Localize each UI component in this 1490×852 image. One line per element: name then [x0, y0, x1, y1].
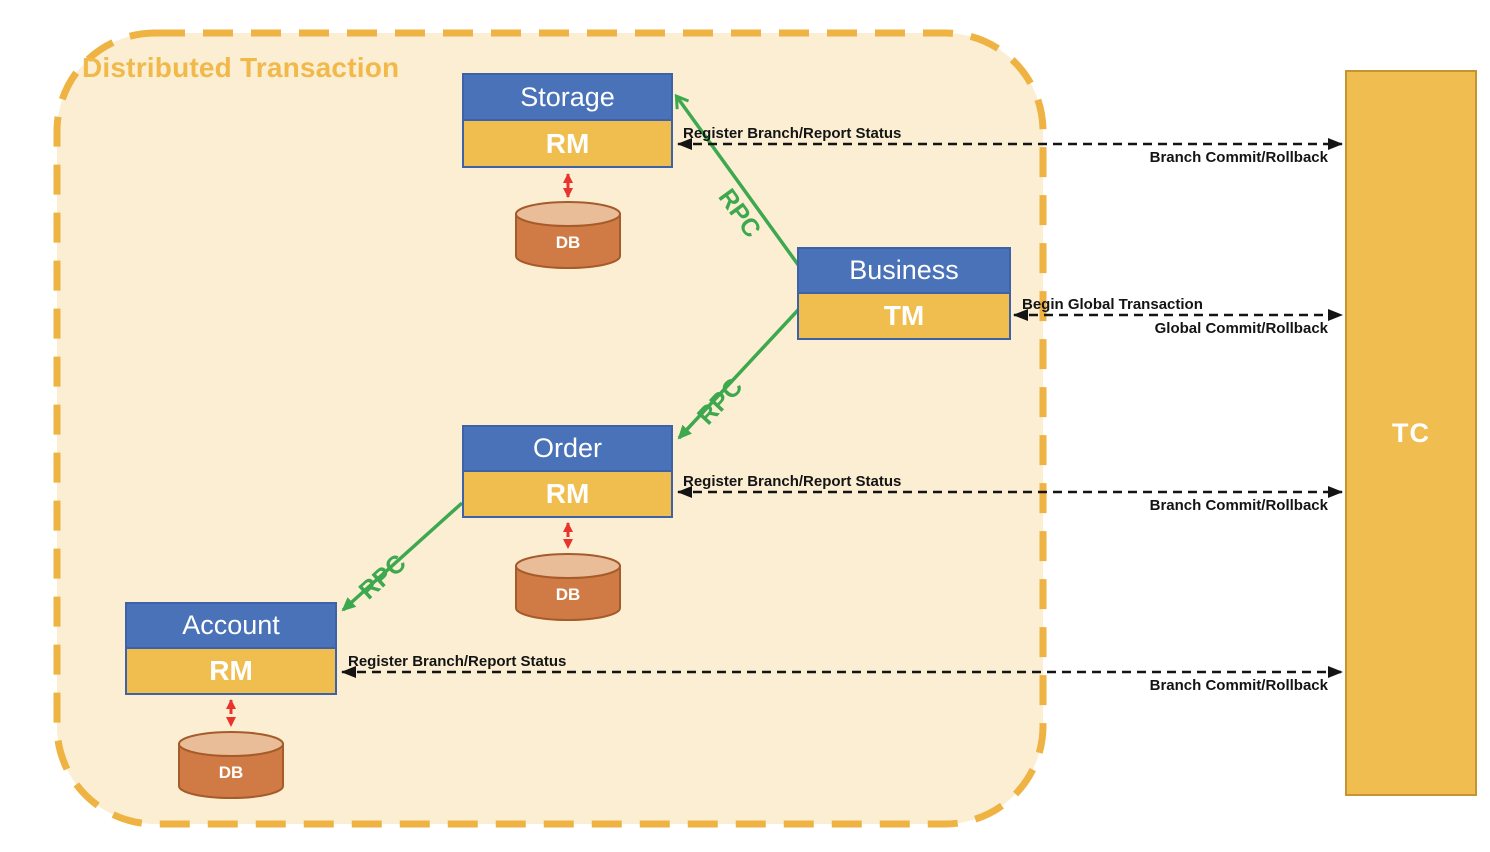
db-cylinder-storage: DB: [515, 201, 621, 269]
label-begin-global-transaction: Begin Global Transaction: [1022, 296, 1203, 313]
service-name-account: Account: [127, 604, 335, 649]
label-register-report-storage: Register Branch/Report Status: [683, 125, 902, 142]
db-label-account: DB: [219, 763, 244, 782]
rpc-line-business-to-order: [677, 307, 801, 440]
db-body: [178, 743, 284, 799]
db-cylinder-account: DB: [178, 731, 284, 799]
label-register-report-order: Register Branch/Report Status: [683, 473, 902, 490]
service-box-order: Order RM: [462, 425, 673, 518]
rpc-line-order-to-account: [341, 501, 464, 612]
label-branch-commit-account: Branch Commit/Rollback: [1149, 677, 1328, 694]
label-branch-commit-order: Branch Commit/Rollback: [1149, 497, 1328, 514]
db-top: [515, 201, 621, 227]
db-top: [178, 731, 284, 757]
tc-box: TC: [1345, 70, 1477, 796]
service-role-account-rm: RM: [127, 649, 335, 693]
service-box-storage: Storage RM: [462, 73, 673, 168]
db-body: [515, 565, 621, 621]
rpc-line-business-to-storage: [677, 97, 801, 268]
service-name-order: Order: [464, 427, 671, 472]
service-role-storage-rm: RM: [464, 121, 671, 166]
service-box-account: Account RM: [125, 602, 337, 695]
service-name-storage: Storage: [464, 75, 671, 121]
label-register-report-account: Register Branch/Report Status: [348, 653, 567, 670]
label-global-commit-rollback: Global Commit/Rollback: [1154, 320, 1328, 337]
diagram-title: Distributed Transaction: [82, 52, 400, 83]
service-box-business: Business TM: [797, 247, 1011, 340]
service-role-order-rm: RM: [464, 472, 671, 516]
db-label-storage: DB: [556, 233, 581, 252]
db-top: [515, 553, 621, 579]
label-branch-commit-storage: Branch Commit/Rollback: [1149, 149, 1328, 166]
tc-label: TC: [1392, 417, 1430, 448]
db-body: [515, 213, 621, 269]
service-name-business: Business: [799, 249, 1009, 294]
db-cylinder-order: DB: [515, 553, 621, 621]
db-label-order: DB: [556, 585, 581, 604]
service-role-business-tm: TM: [799, 294, 1009, 338]
